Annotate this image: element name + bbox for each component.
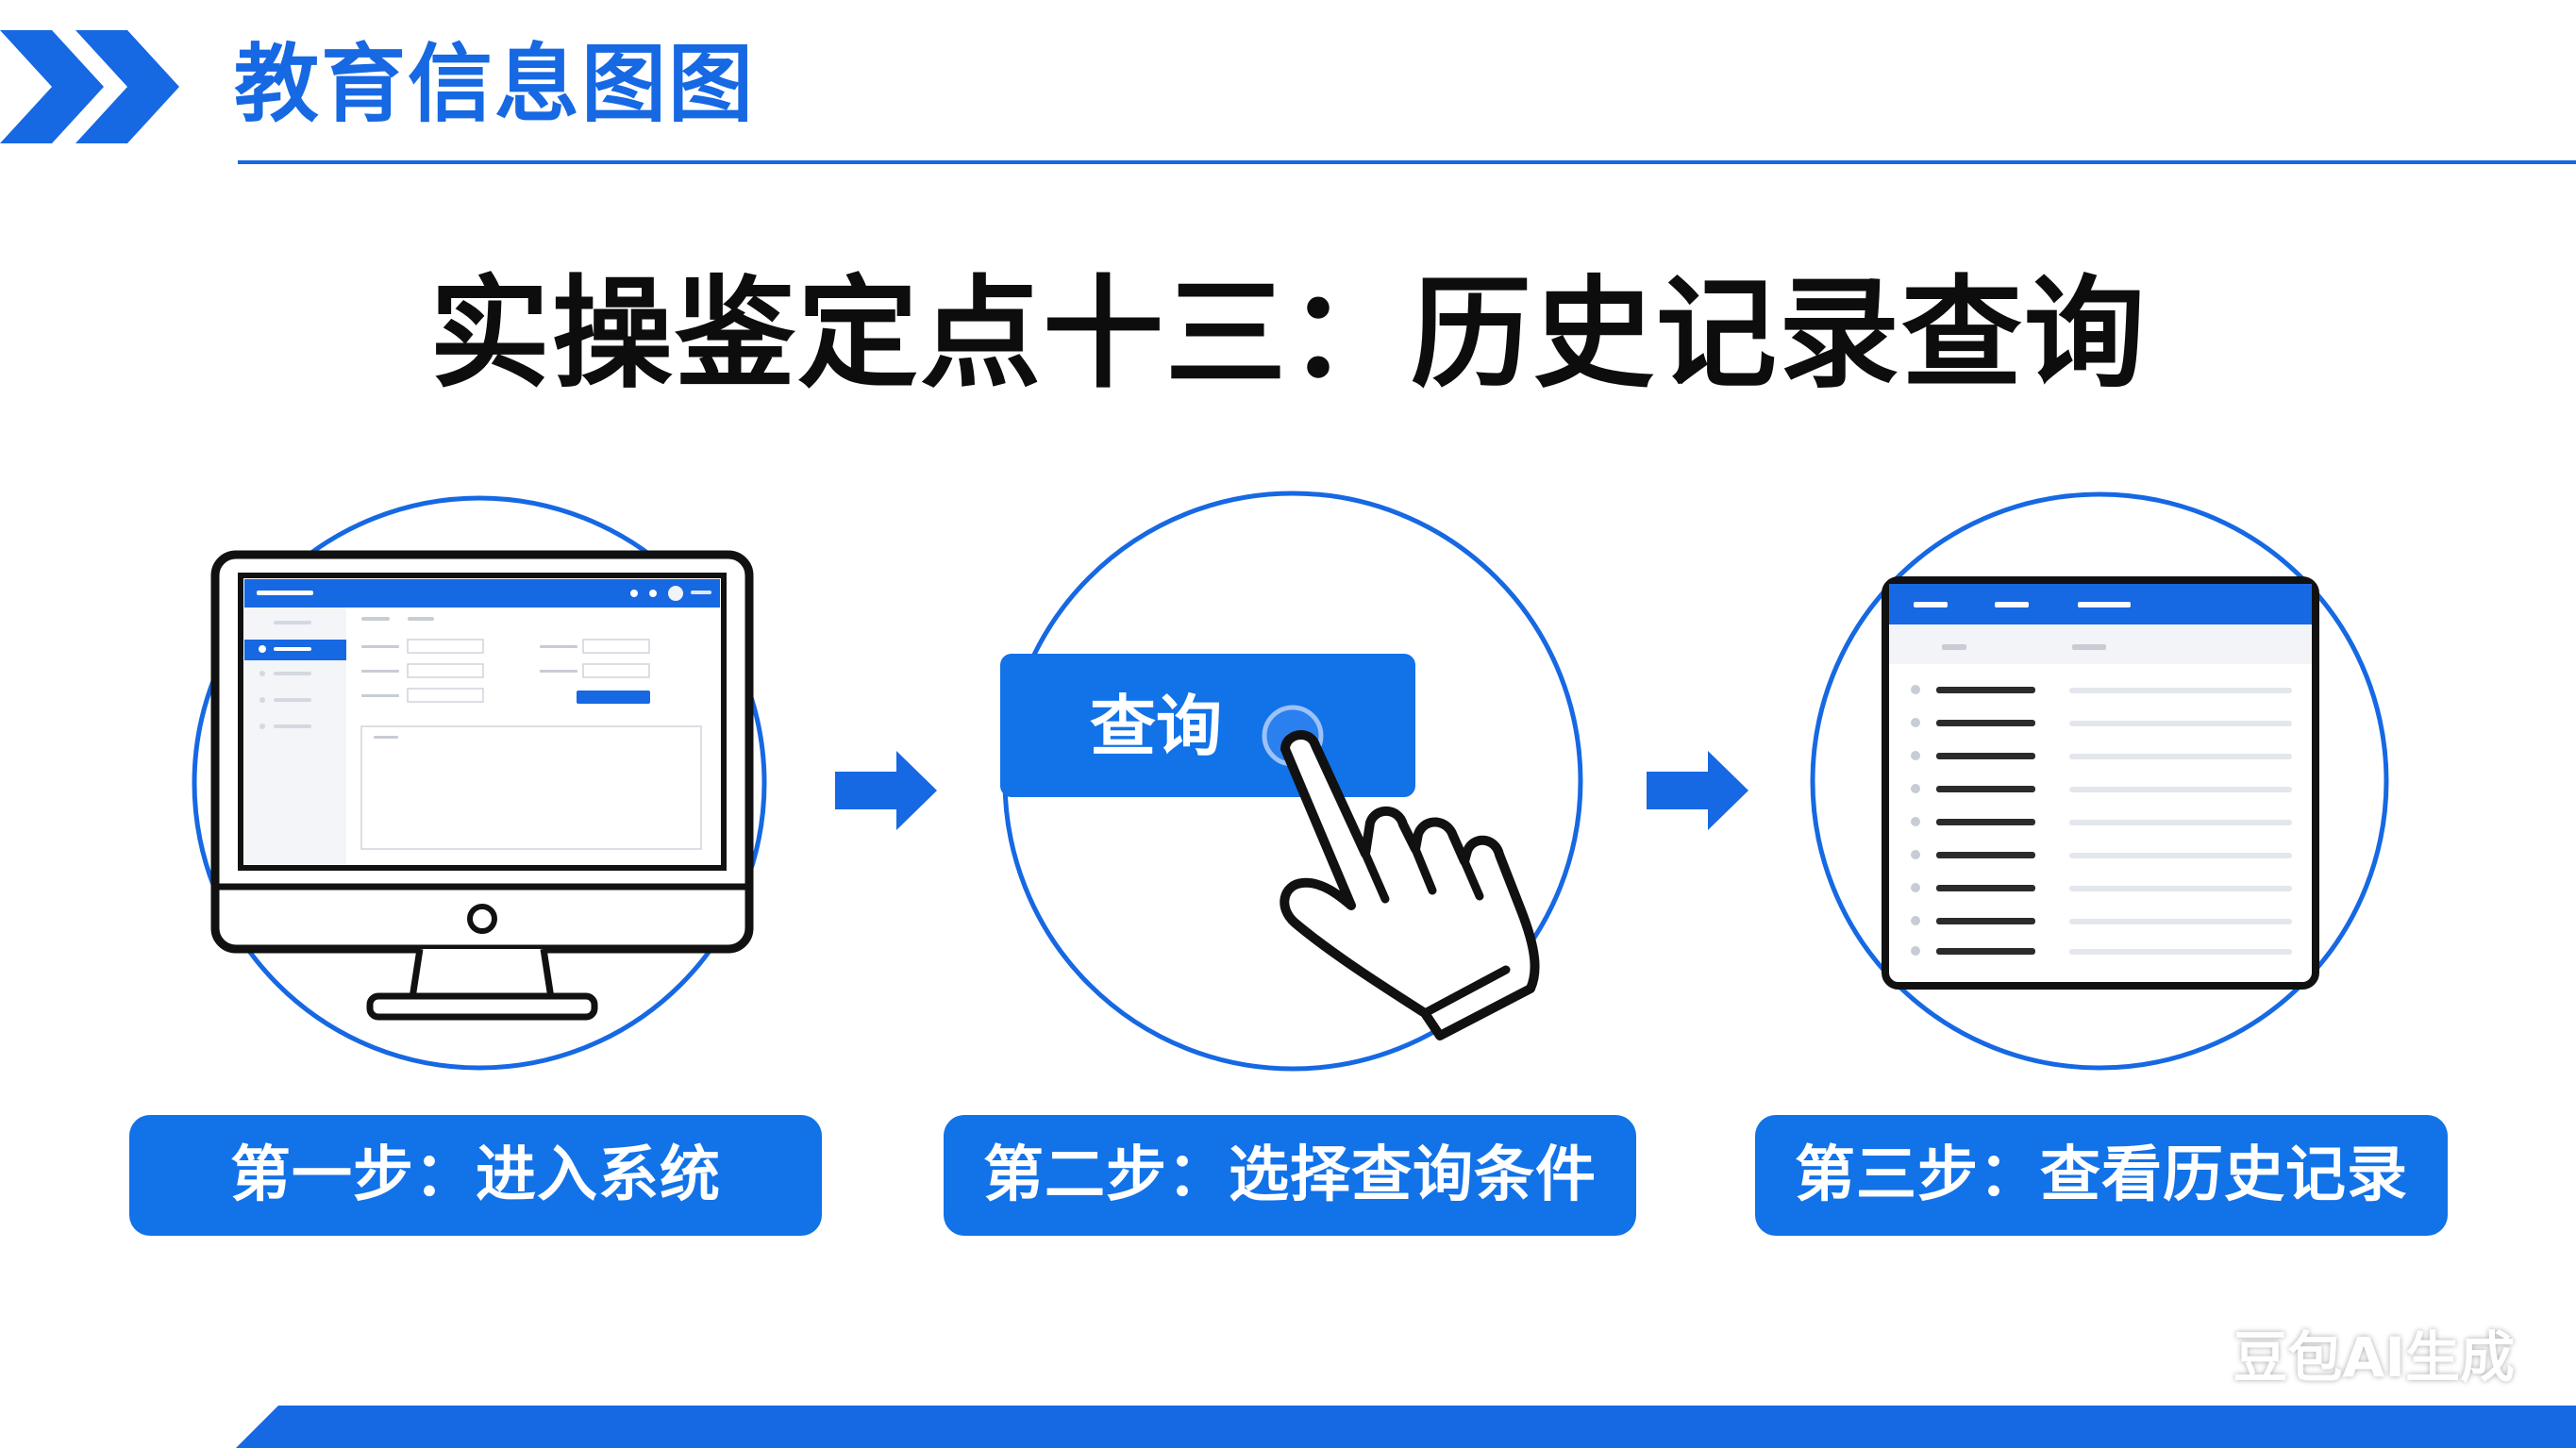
arrow-right-icon: [835, 751, 937, 830]
list-window-icon: [1810, 491, 2389, 1071]
header-divider: [238, 160, 2576, 164]
step-1-label: 第一步：进入系统: [129, 1115, 822, 1236]
arrow-right-icon: [1647, 751, 1748, 830]
page-title: 实操鉴定点十三：历史记录查询: [428, 264, 2147, 405]
bottom-band: [236, 1406, 2576, 1448]
header-title: 教育信息图图: [234, 35, 755, 134]
pointer-hand-icon: [1000, 491, 1583, 1072]
step-2-label: 第二步：选择查询条件: [944, 1115, 1636, 1236]
step-3-label: 第三步：查看历史记录: [1755, 1115, 2448, 1236]
watermark: 豆包AI生成: [2233, 1325, 2515, 1390]
monitor-icon: [192, 495, 767, 1071]
header-chevron-icon: [0, 30, 179, 143]
query-button[interactable]: 查询: [1090, 688, 1222, 765]
